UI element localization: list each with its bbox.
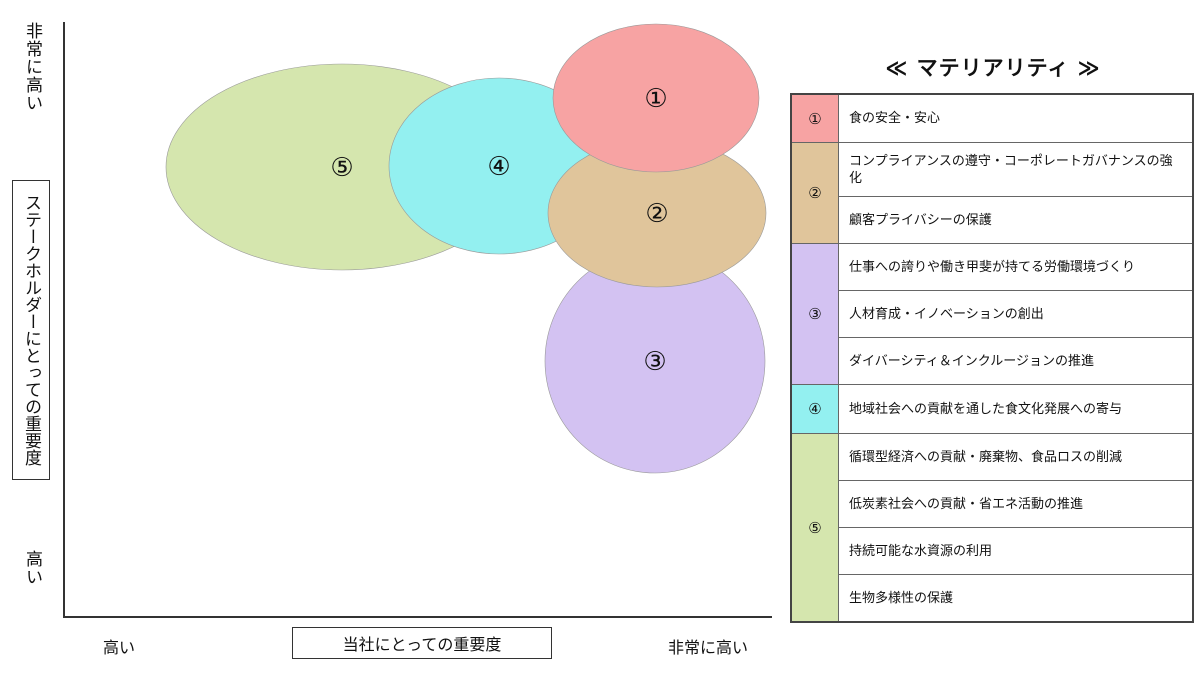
y-axis-high-label: 非常に高い [22,22,42,112]
x-axis-high-label: 非常に高い [668,638,749,657]
table-row: ① 食の安全・安心 [790,93,1194,143]
materiality-item: ダイバーシティ＆インクルージョンの推進 [838,337,1194,385]
y-axis-title: ステークホルダーにとっての重要度 [21,194,41,466]
table-row: 人材育成・イノベーションの創出 [791,290,1194,338]
table-row: ② コンプライアンスの遵守・コーポレートガバナンスの強化 [790,142,1194,244]
table-row: ダイバーシティ＆インクルージョンの推進 [791,337,1194,385]
bubble-4-label: ④ [487,152,510,182]
table-row: 顧客プライバシーの保護 [791,196,1194,244]
bubble-1 [552,23,760,173]
x-axis-title-box: 当社にとっての重要度 [292,627,552,659]
materiality-item: 仕事への誇りや働き甲斐が持てる労働環境づくり [838,243,1194,291]
materiality-item: 生物多様性の保護 [838,574,1194,623]
table-row: 生物多様性の保護 [791,574,1194,623]
table-row: 低炭素社会への貢献・省エネ活動の推進 [791,480,1194,528]
materiality-title: ≪ マテリアリティ ≫ [885,56,1101,80]
materiality-item: 循環型経済への貢献・廃棄物、食品ロスの削減 [838,433,1194,481]
y-axis-title-box: ステークホルダーにとっての重要度 [12,180,50,480]
group-number-1: ① [790,93,839,143]
table-row: ③ 仕事への誇りや働き甲斐が持てる労働環境づくり [790,243,1194,385]
materiality-item: 低炭素社会への貢献・省エネ活動の推進 [838,480,1194,528]
table-row: ⑤ 循環型経済への貢献・廃棄物、食品ロスの削減 [790,433,1194,623]
materiality-item: 人材育成・イノベーションの創出 [838,290,1194,338]
group-number-2: ② [790,142,839,244]
group-number-3: ③ [790,243,839,385]
materiality-table: ① 食の安全・安心 ② コンプライアンスの遵守・コーポレートガバナンスの強化 顧… [790,93,1194,623]
materiality-item: 地域社会への貢献を通した食文化発展への寄与 [838,384,1194,434]
table-row: ④ 地域社会への貢献を通した食文化発展への寄与 [790,384,1194,434]
x-axis-low-label: 高い [103,638,136,657]
bubble-5-label: ⑤ [330,153,353,183]
bubble-2-label: ② [645,199,668,229]
materiality-item: 顧客プライバシーの保護 [838,196,1194,244]
materiality-item: コンプライアンスの遵守・コーポレートガバナンスの強化 [838,142,1194,197]
materiality-item: 食の安全・安心 [838,93,1194,143]
bubble-3-label: ③ [643,347,666,377]
bubble-layer: ⑤ ④ ③ ② ① [165,23,767,474]
x-axis-title: 当社にとっての重要度 [342,635,502,654]
group-number-5: ⑤ [790,433,839,623]
bubble-1-label: ① [644,84,667,114]
materiality-matrix: ⑤ ④ ③ ② ① [63,22,772,618]
group-number-4: ④ [790,384,839,434]
materiality-item: 持続可能な水資源の利用 [838,527,1194,575]
table-row: 持続可能な水資源の利用 [791,527,1194,575]
y-axis-low-label: 高い [22,550,42,586]
